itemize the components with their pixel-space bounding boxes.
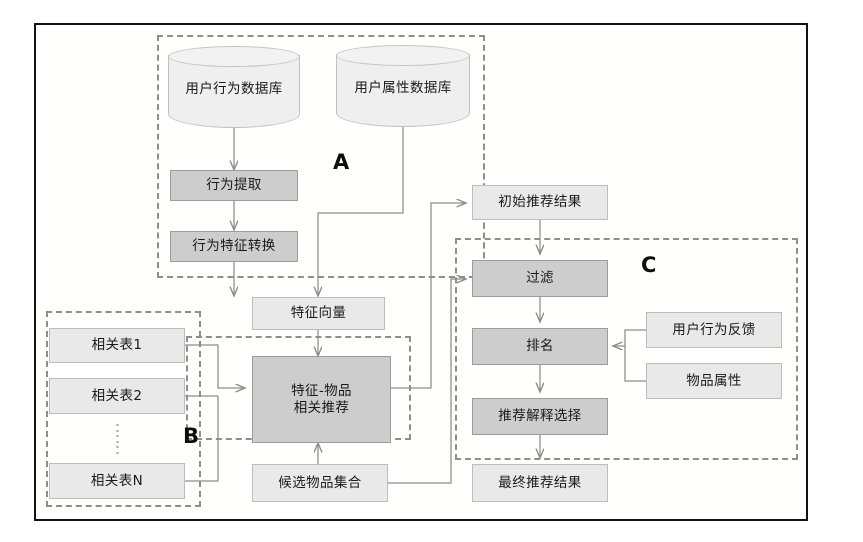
cylinder-top [168,46,300,67]
db-user-attribute-label: 用户属性数据库 [354,80,452,96]
node-item-attribute[interactable]: 物品属性 [646,363,782,399]
node-behavior-extract[interactable]: 行为提取 [170,170,298,201]
cylinder-top [336,45,470,66]
node-relation-table-2[interactable]: 相关表2 [49,378,185,414]
db-user-behavior: 用户行为数据库 [168,46,300,128]
node-candidate-item-set[interactable]: 候选物品集合 [252,464,388,502]
node-explain-select[interactable]: 推荐解释选择 [472,398,608,435]
cylinder-body [336,54,470,127]
node-feature-vector[interactable]: 特征向量 [252,297,385,330]
node-final-result[interactable]: 最终推荐结果 [472,464,608,502]
node-behavior-transform[interactable]: 行为特征转换 [170,231,298,262]
relation-table-ellipsis [116,424,119,454]
node-filter[interactable]: 过滤 [472,260,608,297]
db-user-behavior-label: 用户行为数据库 [185,81,283,97]
node-feature-item-rec-line2: 相关推荐 [293,399,350,416]
node-rank[interactable]: 排名 [472,328,608,365]
cylinder-body [168,55,300,128]
node-user-behavior-feedback[interactable]: 用户行为反馈 [646,312,782,348]
node-feature-item-rec-line1: 特征-物品 [291,383,352,400]
node-relation-table-n[interactable]: 相关表N [49,463,185,499]
group-label-b: B [183,424,200,448]
node-relation-table-1[interactable]: 相关表1 [49,328,185,363]
group-label-c: C [641,253,657,277]
db-user-attribute: 用户属性数据库 [336,45,470,127]
group-label-a: A [333,150,350,174]
node-initial-result[interactable]: 初始推荐结果 [472,185,608,220]
node-feature-item-rec[interactable]: 特征-物品 相关推荐 [252,356,391,443]
